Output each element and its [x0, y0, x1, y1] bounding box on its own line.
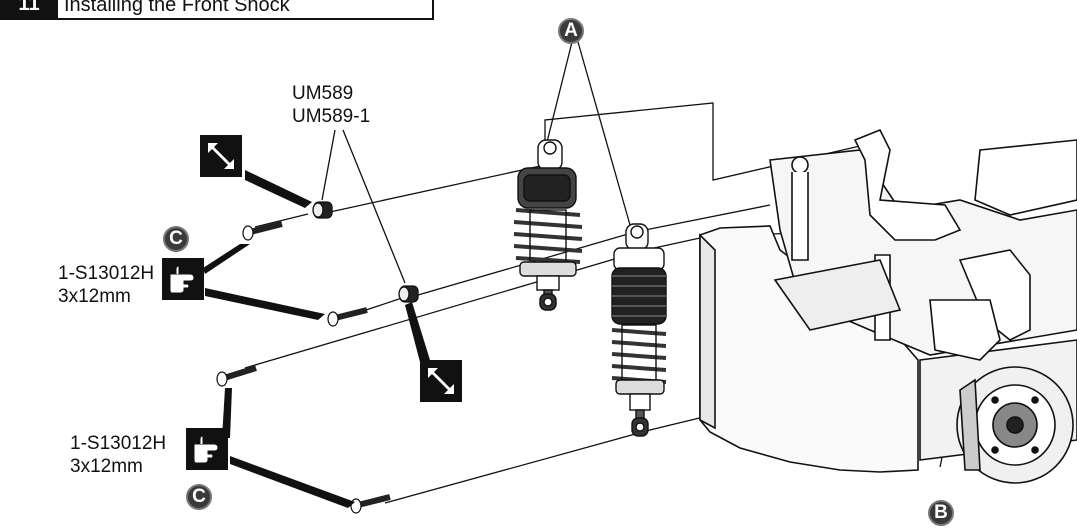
- bushing-icon: [312, 201, 419, 303]
- pointer-c-top-b: [205, 288, 325, 320]
- hand-pointing-icon: [186, 428, 228, 470]
- pointer-c-bottom-b: [230, 456, 355, 508]
- pointer-c-bottom-a: [222, 388, 232, 438]
- shock-absorber-icon: [611, 223, 667, 437]
- step-header: 11 Installing the Front Shock: [0, 0, 434, 20]
- guide-line-screw1: [254, 213, 309, 228]
- callout-a: A: [558, 18, 584, 44]
- guide-line-upper: [329, 102, 861, 213]
- part-label-um589-1: UM589-1: [292, 106, 371, 127]
- step-number: 11: [0, 0, 58, 18]
- screw-label-bottom: 1-S13012H 3x12mm: [70, 433, 167, 477]
- part-label-um589: UM589 UM589-1: [292, 83, 371, 127]
- callout-c-top: C: [163, 226, 189, 252]
- pointer-c-top-a: [203, 244, 250, 274]
- pointer-expand-bottom: [405, 302, 430, 362]
- expand-arrows-icon: [200, 135, 242, 177]
- hand-pointing-icon: [162, 258, 204, 300]
- pointer-expand-top: [245, 170, 312, 208]
- screw-label-top: 1-S13012H 3x12mm: [58, 263, 155, 307]
- expand-arrows-icon: [420, 360, 462, 402]
- guide-line-mid-2: [359, 296, 406, 313]
- shock-absorber-icon: [513, 139, 583, 311]
- callout-c-bottom: C: [186, 484, 212, 510]
- step-title: Installing the Front Shock: [64, 0, 290, 16]
- screw-icon: [216, 221, 391, 514]
- wheel-hub: [956, 366, 1074, 484]
- callout-b: B: [928, 500, 954, 526]
